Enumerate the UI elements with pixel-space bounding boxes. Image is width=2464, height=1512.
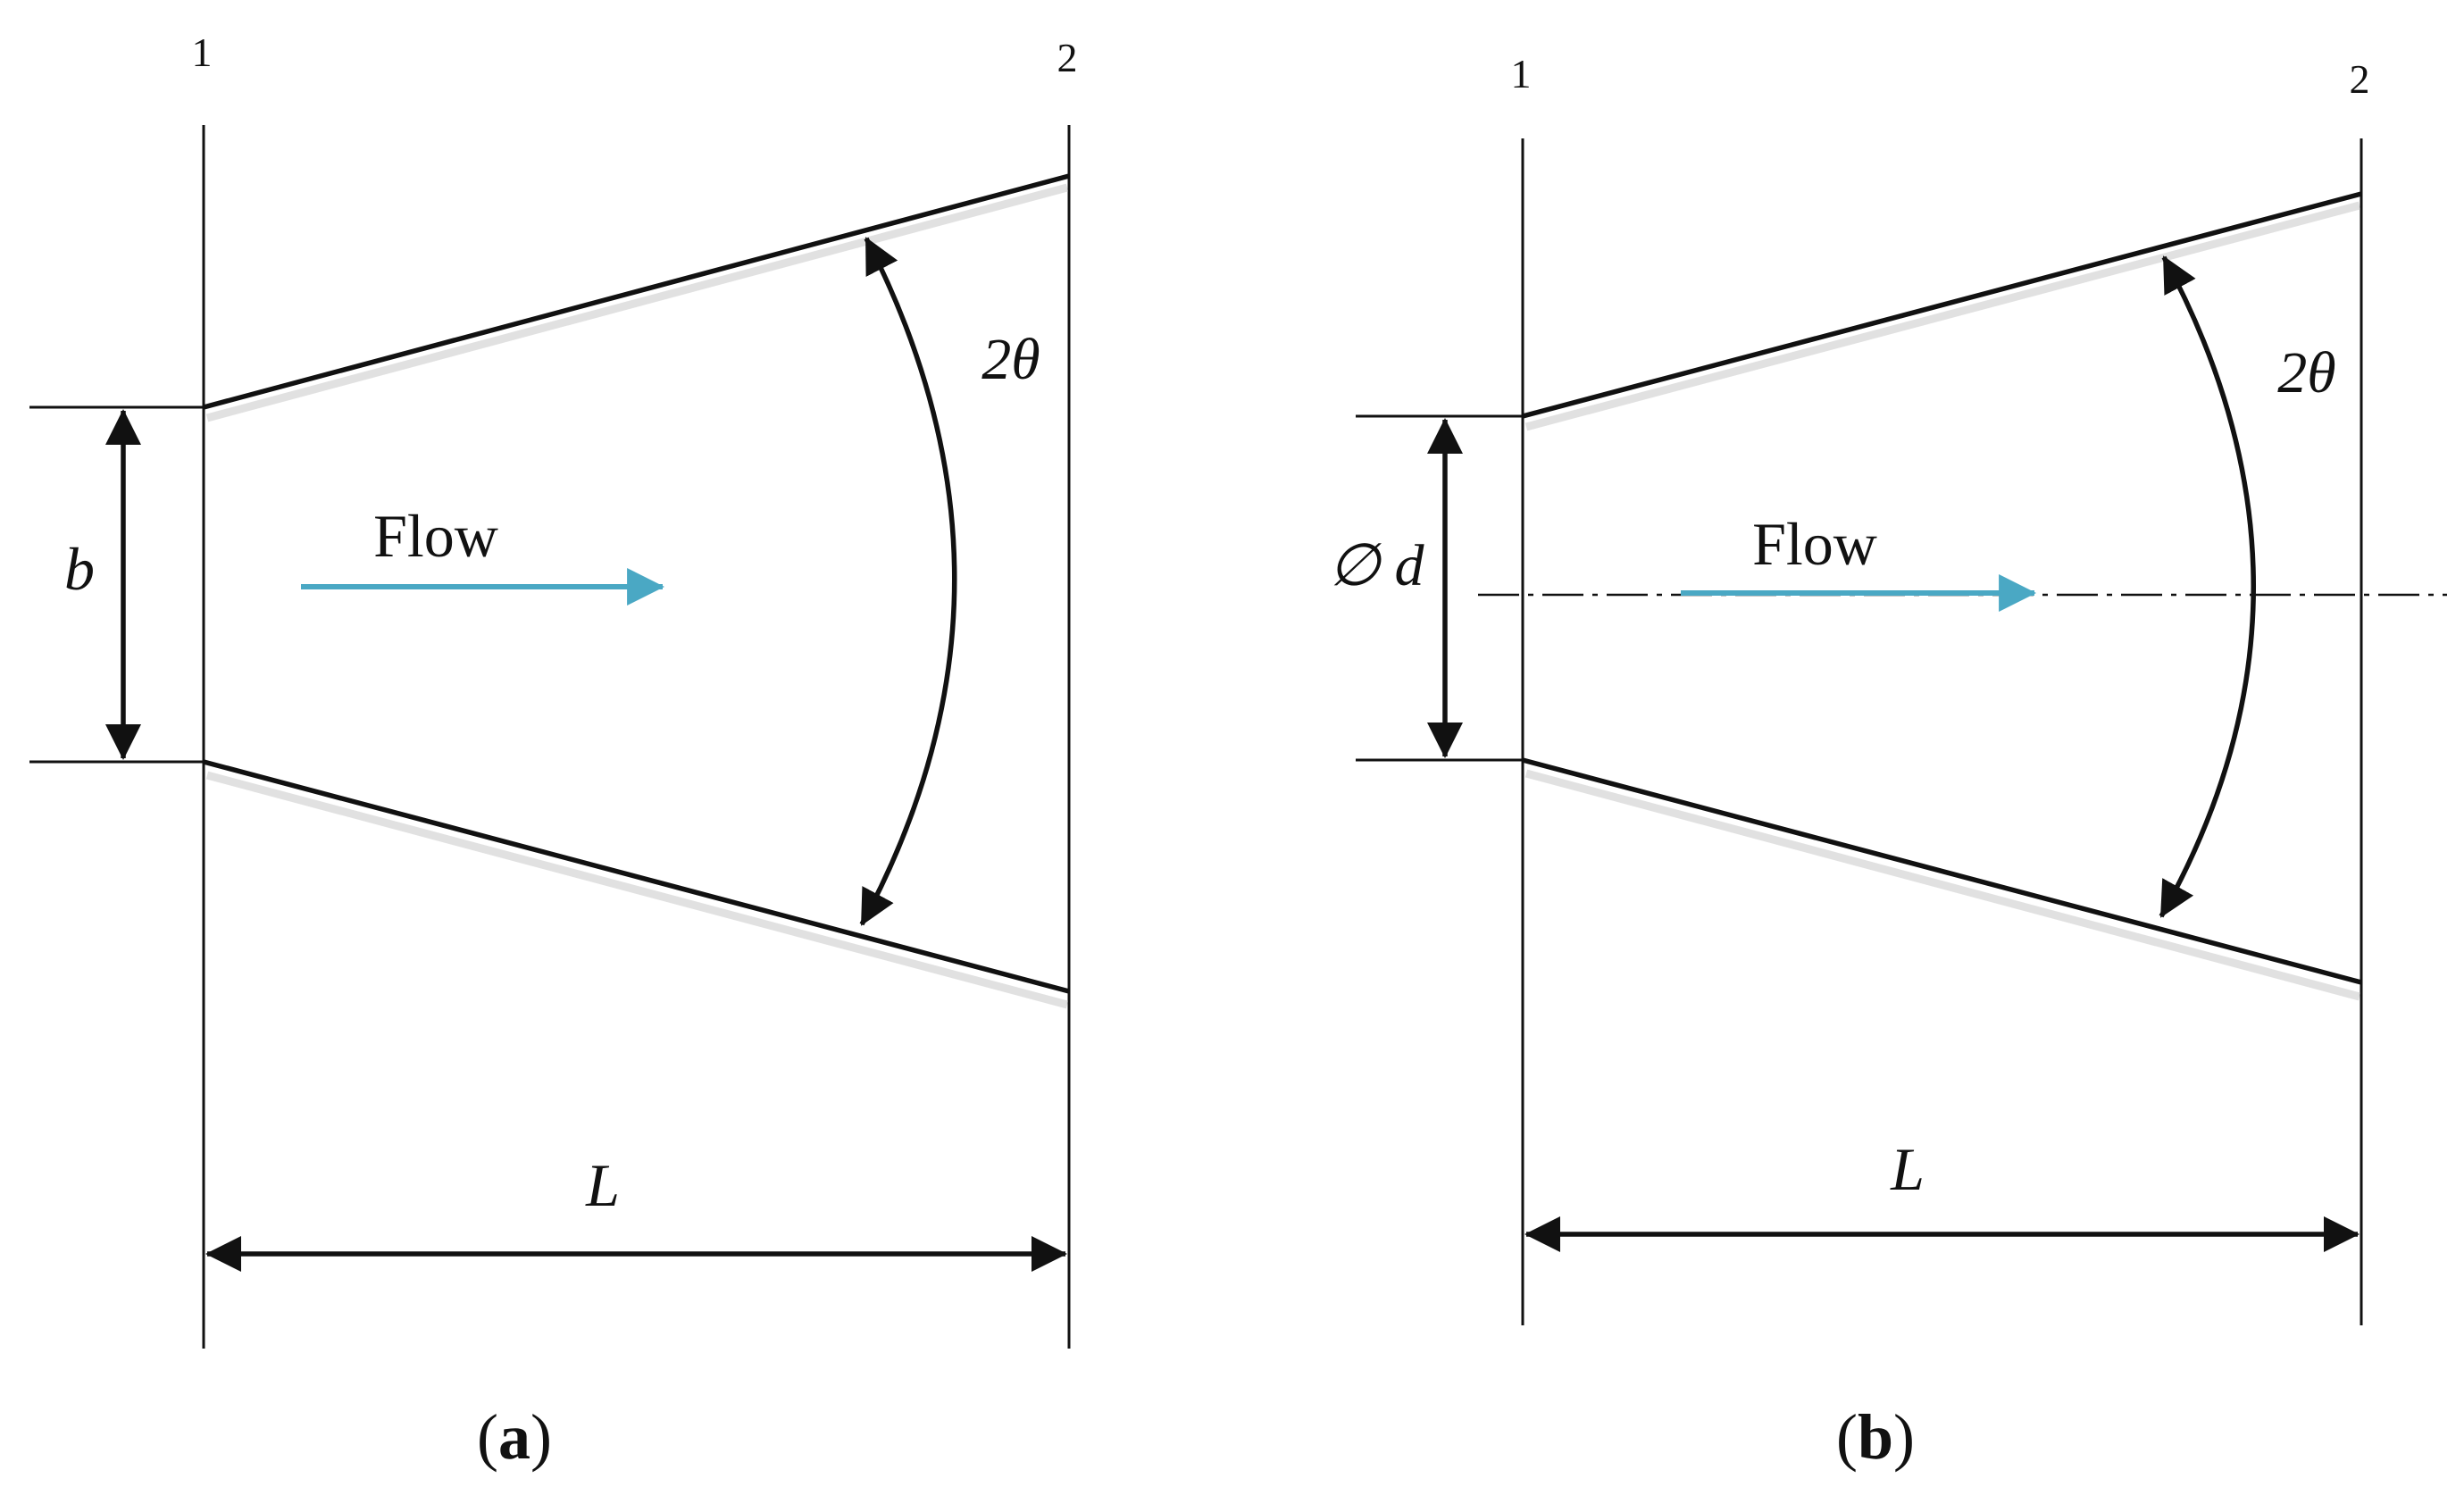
upper-wall-shadow [1524,201,2361,431]
angle-label: 2θ [981,327,1040,392]
angle-arc [859,237,957,926]
caption-a: (a) [477,1401,552,1473]
panel-b: 1 2 2θ ∅ d Flow L (b) [1329,51,2447,1473]
station-1-label: 1 [1511,51,1532,96]
panel-a: 1 2 2θ b Flow L (a) [29,29,1078,1473]
station-1-label: 1 [192,29,213,75]
upper-wall [203,173,1070,410]
flow-label: Flow [373,502,498,570]
upper-wall-shadow [205,183,1069,422]
width-label: b [64,535,95,603]
station-2-label: 2 [1057,35,1078,80]
lower-wall-shadow [205,771,1069,1009]
length-label: L [1890,1135,1925,1203]
upper-wall [1522,191,2362,419]
lower-wall [203,759,1070,994]
station-2-label: 2 [2350,56,2370,102]
lower-wall-shadow [1524,769,2361,1001]
lower-wall [1522,757,2362,985]
diameter-label: ∅ d [1329,533,1425,598]
caption-b: (b) [1836,1401,1915,1473]
angle-label: 2θ [2277,340,2335,405]
flow-label: Flow [1752,510,1877,578]
length-label: L [585,1151,620,1219]
angle-arc [2159,255,2256,918]
